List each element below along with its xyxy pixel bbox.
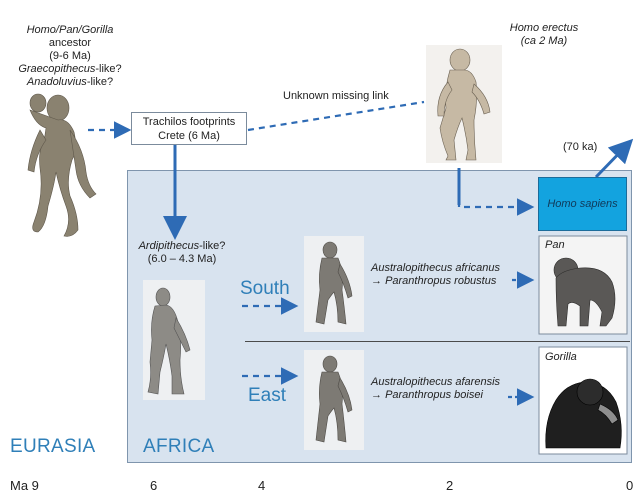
graecopithecus-name: Graecopithecus — [18, 63, 95, 75]
homo-erectus-figure — [426, 45, 502, 163]
east-species: Australopithecus afarensis → Paranthropu… — [371, 376, 541, 402]
pan-label: Pan — [545, 239, 565, 252]
ancestor-line2: ancestor — [8, 37, 132, 50]
east-label: East — [248, 385, 286, 407]
south-species-line2: Paranthropus robustus — [385, 275, 496, 287]
homo-erectus-label: Homo erectus (ca 2 Ma) — [500, 22, 588, 48]
footprints-line2: Crete (6 Ma) — [132, 130, 246, 143]
south-species: Australopithecus africanus → Paranthropu… — [371, 262, 541, 288]
ardipithecus-label: Ardipithecus-like? (6.0 – 4.3 Ma) — [132, 240, 232, 266]
timeline-tick-0: 0 — [626, 478, 633, 493]
footprints-line1: Trachilos footprints — [132, 116, 246, 129]
ardipithecus-figure — [143, 280, 205, 400]
graecopithecus-suffix: -like? — [95, 63, 121, 75]
timeline-tick-2: 2 — [446, 478, 453, 493]
australopithecus-east-figure — [304, 350, 364, 450]
africa-label: AFRICA — [143, 436, 214, 458]
ancestor-line1: Homo/Pan/Gorilla — [8, 24, 132, 37]
timeline-tick-9: Ma 9 — [10, 478, 39, 493]
east-species-line1: Australopithecus afarensis — [371, 376, 541, 389]
footprints-box: Trachilos footprints Crete (6 Ma) — [131, 112, 247, 145]
ardipithecus-suffix: -like? — [199, 240, 225, 252]
ancestor-ape-figure — [28, 94, 96, 236]
south-label: South — [240, 278, 290, 300]
south-arrow-glyph: → — [371, 275, 385, 287]
homo-sapiens-box: Homo sapiens — [538, 177, 627, 231]
ancestor-line5: Anadoluvius-like? — [8, 76, 132, 89]
missing-link-label: Unknown missing link — [283, 90, 389, 103]
ancestor-label: Homo/Pan/Gorilla ancestor (9-6 Ma) Graec… — [8, 24, 132, 89]
south-species-line1: Australopithecus africanus — [371, 262, 541, 275]
homo-erectus-date: (ca 2 Ma) — [500, 35, 588, 48]
ancestor-line4: Graecopithecus-like? — [8, 63, 132, 76]
ancestor-line3: (9-6 Ma) — [8, 50, 132, 63]
anadoluvius-name: Anadoluvius — [27, 76, 87, 88]
gorilla-label: Gorilla — [545, 351, 577, 364]
homo-erectus-name: Homo erectus — [500, 22, 588, 35]
ardipithecus-name: Ardipithecus — [139, 240, 200, 252]
eurasia-label: EURASIA — [10, 436, 96, 458]
east-species-line2: Paranthropus boisei — [385, 389, 483, 401]
timeline-tick-4: 4 — [258, 478, 265, 493]
ardipithecus-date: (6.0 – 4.3 Ma) — [132, 253, 232, 266]
australopithecus-south-figure — [304, 236, 364, 332]
east-arrow-glyph: → — [371, 389, 385, 401]
anadoluvius-suffix: -like? — [87, 76, 113, 88]
timeline-tick-6: 6 — [150, 478, 157, 493]
ka-label: (70 ka) — [563, 141, 597, 154]
